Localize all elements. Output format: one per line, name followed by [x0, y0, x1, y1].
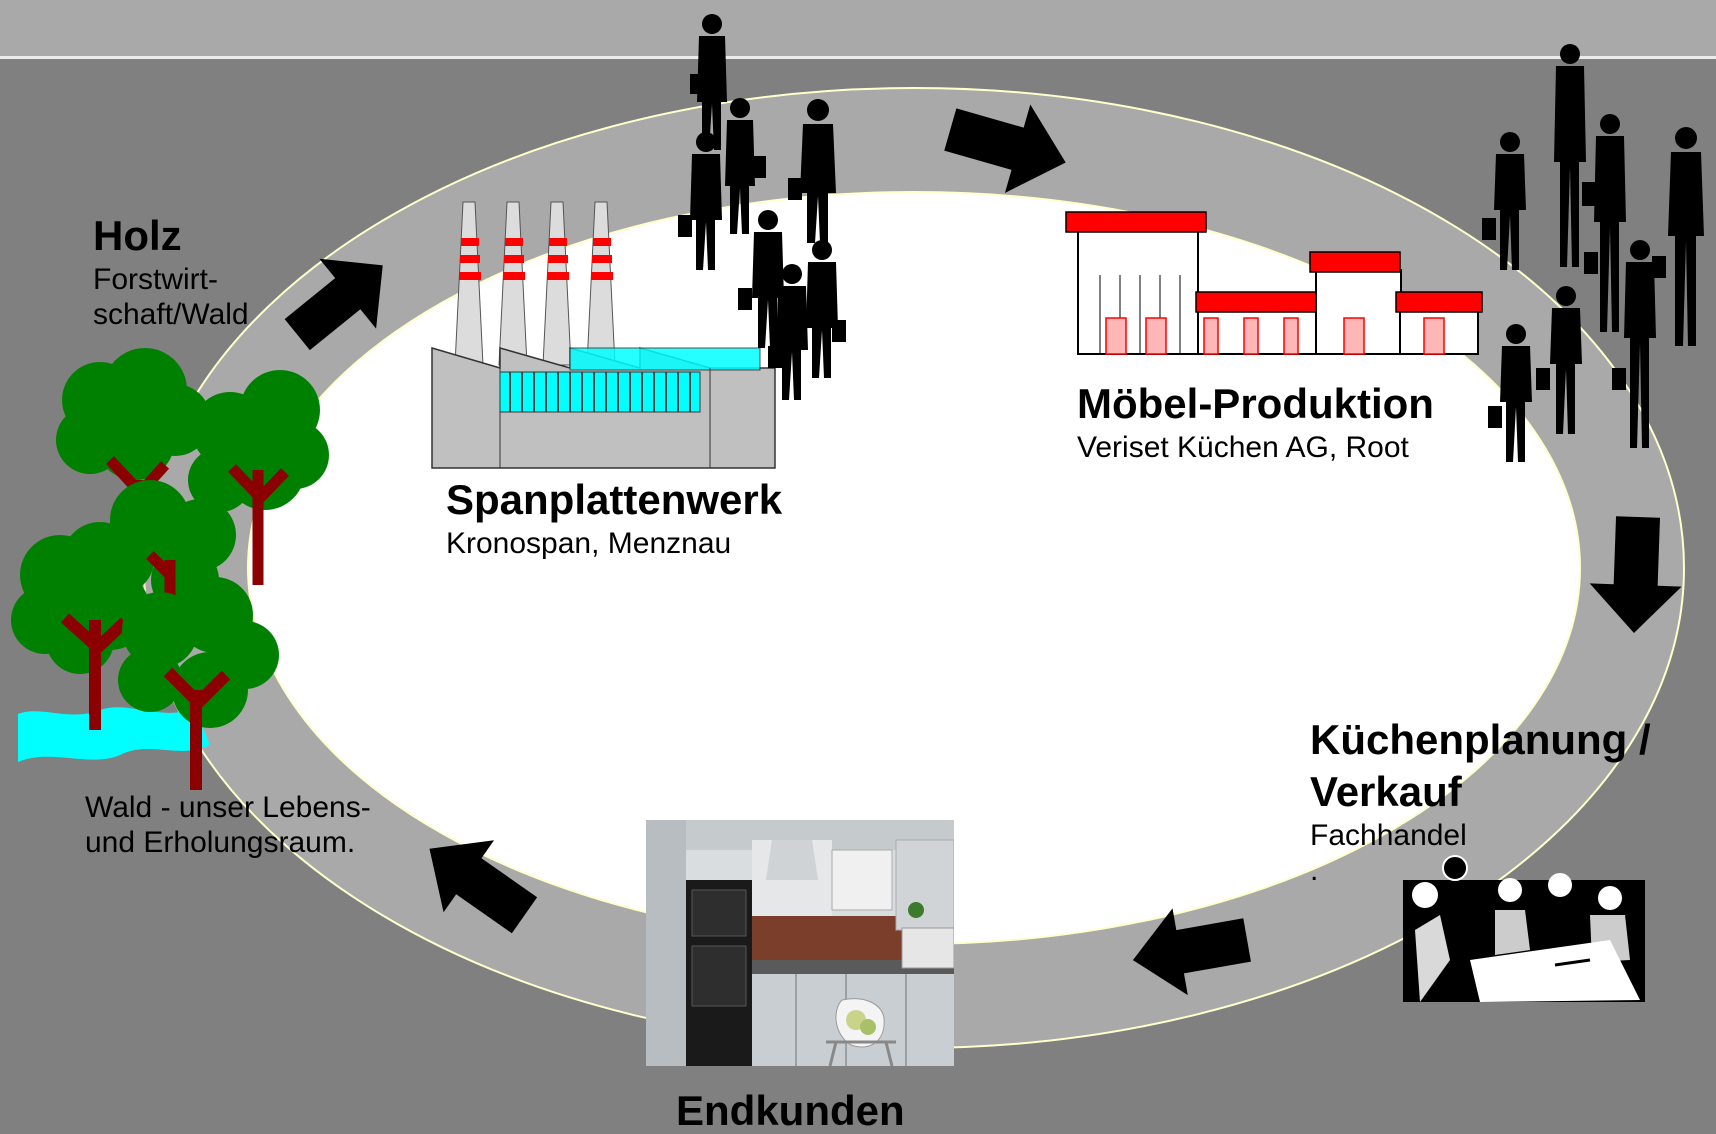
- water-stream: [18, 707, 210, 762]
- person-silhouette: [768, 264, 808, 400]
- arrow-moebel-to-kuechenplanung: [1589, 516, 1682, 633]
- range-hood: [766, 840, 818, 880]
- person-silhouette: [738, 210, 784, 348]
- endkunden-label: Endkunden: [676, 1088, 905, 1134]
- person-silhouette: [1482, 132, 1526, 270]
- endkunden-title: Endkunden: [676, 1087, 905, 1134]
- tree-icon: [188, 370, 329, 585]
- forest-illustration: [11, 348, 329, 790]
- forest-caption-line2: und Erholungsraum.: [85, 826, 356, 859]
- person-silhouette: [1488, 324, 1532, 462]
- furniture-factory-icon: [1065, 211, 1483, 355]
- kuechenplanung-subtitle: Fachhandel: [1310, 819, 1467, 852]
- forest-caption: Wald - unser Lebens- und Erholungsraum.: [85, 790, 371, 860]
- moebel-label: Möbel-Produktion Veriset Küchen AG, Root: [1077, 378, 1434, 465]
- factory-windows: [499, 371, 701, 413]
- business-people-group-2: [1482, 44, 1704, 462]
- person-silhouette: [1652, 127, 1704, 346]
- kitchen-photo: [646, 820, 954, 1066]
- tree-icon: [118, 577, 279, 790]
- spanplattenwerk-label: Spanplattenwerk Kronospan, Menznau: [446, 474, 782, 561]
- title-bar: [0, 0, 1716, 59]
- holz-line2: schaft/Wald: [93, 298, 249, 331]
- person-silhouette: [725, 98, 766, 234]
- kuechenplanung-label: Küchenplanung / Verkauf Fachhandel .: [1310, 714, 1651, 888]
- spanplattenwerk-title: Spanplattenwerk: [446, 476, 783, 523]
- business-people-group-1: [678, 14, 846, 400]
- person-silhouette: [1536, 286, 1582, 434]
- arrow-kuechenplanung-to-endkunden: [1132, 908, 1251, 996]
- person-silhouette: [788, 99, 836, 243]
- person-silhouette: [1612, 240, 1656, 448]
- person-silhouette: [1584, 114, 1626, 332]
- moebel-subtitle: Veriset Küchen AG, Root: [1077, 431, 1409, 464]
- chimney: [542, 201, 572, 366]
- moebel-title: Möbel-Produktion: [1077, 380, 1434, 427]
- holz-line1: Forstwirt-: [93, 263, 218, 296]
- backsplash: [752, 916, 902, 964]
- arrow-holz-to-spanplatten: [284, 258, 383, 351]
- kuechenplanung-title-line1: Küchenplanung /: [1310, 716, 1651, 763]
- person-silhouette: [678, 132, 722, 270]
- meeting-scene-icon: [1403, 855, 1645, 1002]
- forest-caption-line1: Wald - unser Lebens-: [85, 791, 371, 824]
- arrow-spanplatten-to-moebel: [944, 104, 1066, 193]
- kuechenplanung-title-line2: Verkauf: [1310, 768, 1462, 815]
- person-silhouette: [806, 240, 846, 378]
- arrow-endkunden-to-holz: [429, 840, 538, 934]
- tree-icon: [11, 522, 150, 730]
- kuechenplanung-extra: .: [1310, 854, 1319, 887]
- person-silhouette: [690, 14, 727, 150]
- holz-title: Holz: [93, 212, 182, 259]
- factory-icon: [431, 201, 776, 469]
- spanplattenwerk-subtitle: Kronospan, Menznau: [446, 527, 732, 560]
- holz-label: Holz Forstwirt- schaft/Wald: [93, 210, 249, 332]
- person-silhouette: [1554, 44, 1596, 267]
